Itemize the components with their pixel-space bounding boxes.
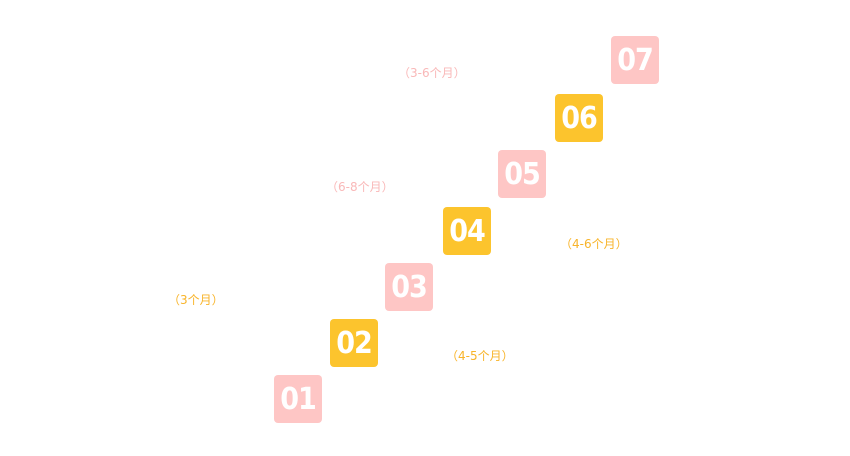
step-number: 07 — [617, 42, 654, 78]
step-badge-03: 03 — [385, 263, 433, 311]
duration-label: （3个月） — [168, 293, 224, 307]
step-badge-04: 04 — [443, 207, 491, 255]
duration-label: （3-6个月） — [398, 66, 466, 80]
duration-label: （4-6个月） — [560, 237, 628, 251]
step-number: 02 — [336, 325, 373, 361]
step-badge-01: 01 — [274, 375, 322, 423]
step-badge-05: 05 — [498, 150, 546, 198]
step-badge-02: 02 — [330, 319, 378, 367]
step-badge-07: 07 — [611, 36, 659, 84]
step-number: 03 — [391, 269, 428, 305]
step-number: 04 — [449, 213, 486, 249]
step-number: 01 — [280, 381, 317, 417]
step-number: 06 — [561, 100, 598, 136]
step-badge-06: 06 — [555, 94, 603, 142]
step-number: 05 — [504, 156, 541, 192]
duration-label: （4-5个月） — [446, 349, 514, 363]
duration-label: （6-8个月） — [326, 180, 394, 194]
